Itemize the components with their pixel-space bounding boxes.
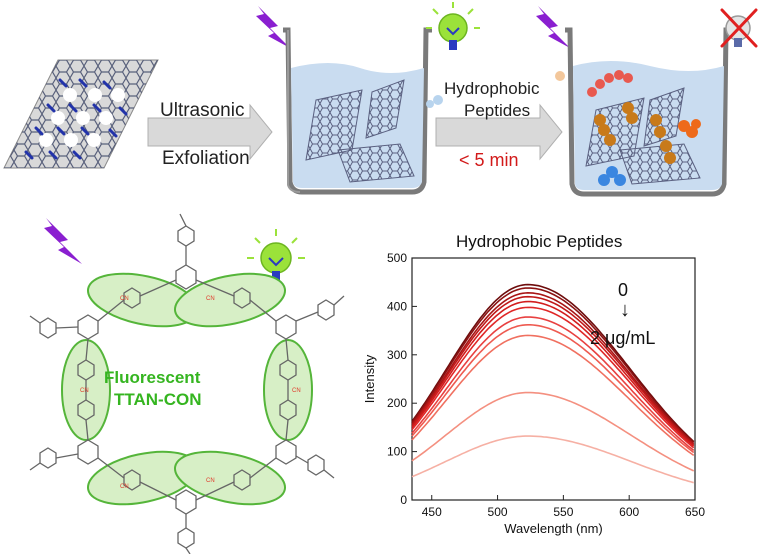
ultrasonic-label: Ultrasonic bbox=[160, 100, 245, 121]
y-tick-label: 400 bbox=[387, 299, 407, 313]
x-tick-label: 600 bbox=[619, 505, 639, 519]
light-bulb-on-icon bbox=[426, 2, 480, 50]
exfoliation-label: Exfoliation bbox=[162, 148, 250, 169]
spectrum-line-8 bbox=[411, 334, 695, 457]
peptides-label: Peptides bbox=[464, 101, 531, 120]
spectrum-line-9 bbox=[411, 391, 695, 472]
process-arrow-2 bbox=[435, 103, 563, 161]
cross-icon bbox=[720, 8, 758, 48]
concentration-end-label: 2 μg/mL bbox=[590, 328, 656, 348]
lightning-icon bbox=[256, 6, 290, 48]
spectrum-line-4 bbox=[411, 300, 695, 447]
time-label: < 5 min bbox=[459, 150, 519, 170]
y-axis-label: Intensity bbox=[362, 354, 377, 403]
spectrum-line-7 bbox=[411, 324, 695, 454]
y-tick-label: 300 bbox=[387, 348, 407, 362]
light-bulb-on-icon bbox=[247, 229, 305, 283]
nanosheets bbox=[305, 79, 415, 183]
spectrum-line-6 bbox=[411, 316, 695, 452]
spectrum-line-2 bbox=[411, 291, 695, 445]
svg-text:CN: CN bbox=[120, 296, 129, 302]
spectrum-line-10 bbox=[411, 435, 694, 484]
y-tick-label: 100 bbox=[387, 445, 407, 459]
svg-text:CN: CN bbox=[80, 388, 89, 394]
material-label: TTAN-CON bbox=[114, 390, 202, 409]
lightning-icon bbox=[44, 218, 82, 264]
plot-frame bbox=[411, 257, 696, 501]
lightning-icon bbox=[536, 6, 570, 48]
svg-text:CN: CN bbox=[206, 478, 215, 484]
emission-spectrum-chart: 450 500 550 600 650 0 100 200 300 400 500Wavelengt… bbox=[362, 251, 705, 536]
nanosheets-with-peptides bbox=[585, 70, 701, 186]
y-tick-label: 0 bbox=[400, 493, 407, 507]
chart-title: Hydrophobic Peptides bbox=[456, 232, 623, 251]
x-tick-label: 450 bbox=[422, 505, 442, 519]
x-tick-label: 550 bbox=[553, 505, 573, 519]
y-tick-label: 200 bbox=[387, 396, 407, 410]
svg-text:CN: CN bbox=[292, 388, 301, 394]
ttan-con-structure: CN CN CN CN CN CN bbox=[29, 213, 345, 554]
fluorescent-label: Fluorescent bbox=[104, 368, 201, 387]
svg-text:CN: CN bbox=[120, 484, 129, 490]
concentration-start-label: 0 bbox=[618, 280, 629, 300]
process-arrow-1 bbox=[147, 103, 273, 161]
peptide-sample bbox=[426, 71, 565, 108]
spectrum-line-0 bbox=[411, 283, 695, 443]
concentration-arrow: ↓ bbox=[620, 299, 630, 321]
spectrum-line-3 bbox=[411, 295, 695, 446]
x-tick-label: 650 bbox=[685, 505, 705, 519]
spectrum-line-1 bbox=[411, 287, 695, 444]
bulk-framework bbox=[3, 59, 159, 169]
spectrum-line-5 bbox=[411, 306, 695, 449]
y-tick-label: 500 bbox=[387, 251, 407, 265]
x-axis-label: Wavelength (nm) bbox=[504, 521, 603, 536]
hydrophobic-label: Hydrophobic bbox=[444, 79, 540, 98]
svg-text:CN: CN bbox=[206, 296, 215, 302]
x-tick-label: 500 bbox=[488, 505, 508, 519]
